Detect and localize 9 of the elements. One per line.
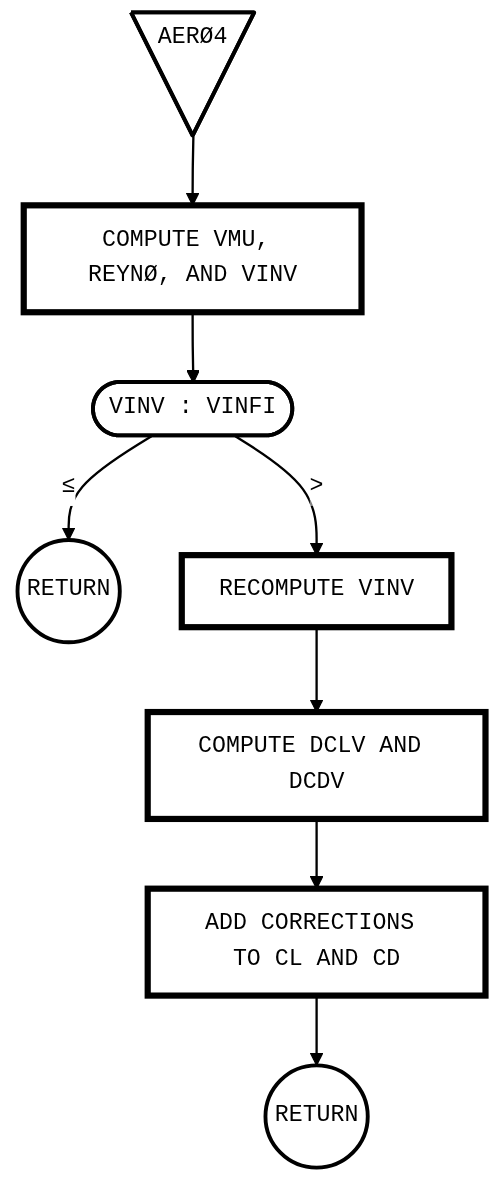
node-box: COMPUTE VMU, REYNØ, AND VINV: [20, 202, 365, 316]
node-circle: RETURN: [15, 538, 122, 645]
node-box: COMPUTE DCLV AND DCDV: [144, 708, 489, 823]
arrow: [61, 435, 153, 541]
edge-label: >: [309, 473, 324, 500]
node-box: RECOMPUTE VINV: [178, 552, 455, 631]
node-box: ADD CORRECTIONS TO CL AND CD: [144, 885, 489, 999]
edge-label: ≤: [61, 473, 76, 500]
node-circle: RETURN: [263, 1063, 370, 1170]
